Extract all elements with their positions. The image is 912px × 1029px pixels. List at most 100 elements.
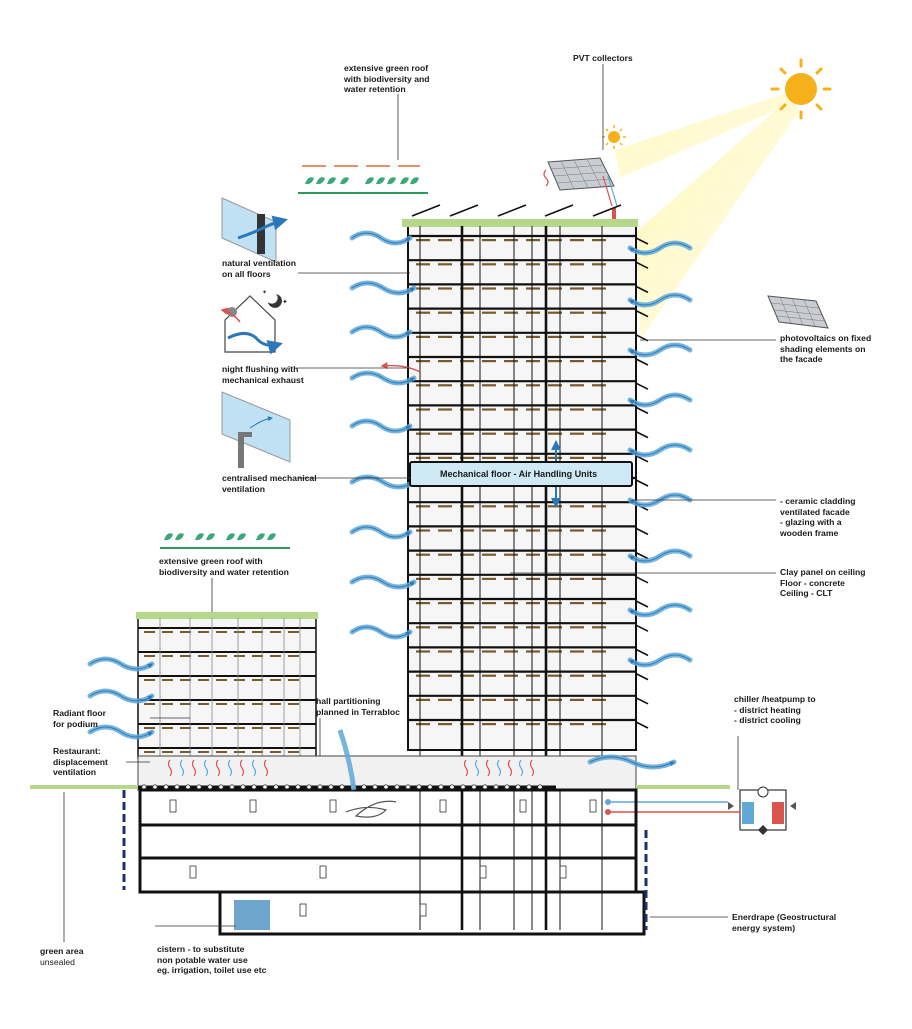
clay-panel [460, 456, 474, 459]
air-flow-podium-edge [89, 658, 153, 670]
clay-panel [592, 650, 606, 653]
podium-clay-panel [198, 727, 209, 729]
clay-panel [526, 602, 540, 605]
door [479, 865, 487, 879]
facade-shading-pv [635, 479, 649, 487]
clay-panel [526, 384, 540, 387]
green-roof-top-icon [298, 165, 428, 194]
label-restaurant: Restaurant: displacement ventilation [53, 746, 108, 777]
podium-clay-panel [198, 703, 209, 705]
clay-panel [526, 723, 540, 726]
podium-clay-panel [234, 655, 245, 657]
clay-panel [592, 311, 606, 314]
podium-clay-panel [162, 631, 173, 633]
clay-panel [570, 602, 584, 605]
facade-shading-pv [635, 672, 649, 681]
podium-clay-panel [288, 727, 299, 729]
podium-clay-panel [144, 703, 155, 705]
clay-panel [592, 626, 606, 629]
roof-pv-panel [592, 204, 622, 217]
clay-panel [416, 505, 430, 508]
clay-panel [460, 311, 474, 314]
door [519, 799, 527, 813]
clay-panel [592, 335, 606, 338]
label-clay-panel: Clay panel on ceiling Floor - concrete C… [780, 567, 866, 598]
clay-panel [482, 505, 496, 508]
clay-panel [438, 263, 452, 266]
air-flow-right-edge [629, 344, 691, 356]
clay-panel [592, 408, 606, 411]
clay-panel [460, 335, 474, 338]
leader-lines [63, 64, 776, 942]
clay-panel [482, 408, 496, 411]
podium-clay-panel [162, 751, 173, 753]
clay-panel [504, 602, 518, 605]
air-flow-right-edge [629, 394, 691, 406]
clay-panel [460, 650, 474, 653]
podium-clay-panel [180, 655, 191, 657]
podium-green-roof [136, 612, 318, 619]
clay-panel [482, 287, 496, 290]
clay-panel [460, 505, 474, 508]
clay-panel [548, 529, 562, 532]
clay-panel [592, 602, 606, 605]
clay-panel [570, 505, 584, 508]
podium-clay-panel [144, 679, 155, 681]
podium-clay-panel [288, 655, 299, 657]
air-flows [87, 230, 693, 791]
label-mechanical-floor: Mechanical floor - Air Handling Units [440, 469, 598, 479]
podium-clay-panel [270, 703, 281, 705]
clay-panel [548, 698, 562, 701]
label-green-roof-podium: extensive green roof with biodiversity a… [159, 556, 289, 577]
clay-panel [548, 408, 562, 411]
small-sun-icon [602, 125, 626, 149]
pv-panel-icon [767, 295, 829, 329]
clay-panel [504, 408, 518, 411]
clay-panel [526, 311, 540, 314]
label-green-area-sub: unsealed [40, 957, 75, 967]
podium-clay-panel [198, 751, 209, 753]
air-flow-right-edge [629, 294, 691, 306]
podium-clay-panel [252, 679, 263, 681]
clay-panel [548, 239, 562, 242]
clay-panel [570, 360, 584, 363]
clay-panel [504, 505, 518, 508]
clay-panel [570, 408, 584, 411]
clay-panel [570, 674, 584, 677]
svg-text:✦: ✦ [282, 298, 288, 306]
clay-panel [548, 432, 562, 435]
facade-shading-pv [635, 697, 649, 705]
clay-panel [482, 674, 496, 677]
clay-panel [570, 432, 584, 435]
clay-panel [570, 529, 584, 532]
clay-panel [416, 287, 430, 290]
podium-clay-panel [198, 631, 209, 633]
clay-panel [482, 577, 496, 580]
clay-panel [526, 577, 540, 580]
sun-beam-lower [636, 98, 800, 340]
clay-panel [592, 384, 606, 387]
facade-shading-pv [635, 527, 649, 536]
ground-hall [137, 755, 637, 791]
facade-shading-pv [635, 551, 649, 560]
clay-panel [548, 650, 562, 653]
podium-clay-panel [270, 655, 281, 657]
clay-panel [460, 287, 474, 290]
clay-panel [438, 723, 452, 726]
clay-panel [460, 384, 474, 387]
clay-panel [570, 263, 584, 266]
podium-clay-panel [216, 679, 227, 681]
label-chiller: chiller /heatpump to - district heating … [734, 694, 816, 725]
air-flow-right-edge [629, 654, 691, 666]
clay-panel [504, 360, 518, 363]
clay-panel [526, 505, 540, 508]
clay-panel [526, 360, 540, 363]
clay-panel [438, 505, 452, 508]
podium-clay-panel [288, 679, 299, 681]
label-radiant-floor: Radiant floor for podium [53, 708, 106, 729]
clay-panel [548, 335, 562, 338]
clay-panel [416, 698, 430, 701]
clay-panel [570, 698, 584, 701]
clay-panel [526, 408, 540, 411]
clay-panel [504, 577, 518, 580]
